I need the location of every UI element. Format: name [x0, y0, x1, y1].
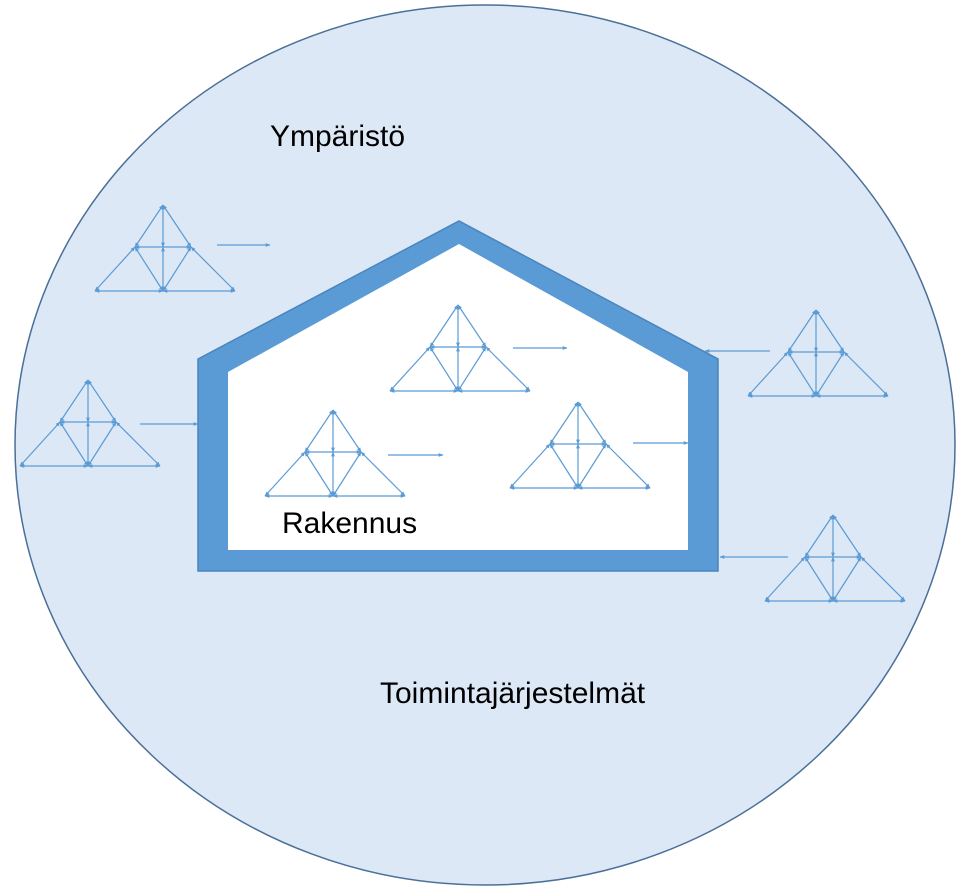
agent-network-icon	[19, 379, 161, 468]
network-link	[94, 246, 136, 292]
environment-label: Ympäristö	[270, 120, 405, 153]
network-link	[549, 401, 579, 445]
network-link	[747, 351, 789, 397]
network-link	[332, 451, 362, 497]
network-link	[860, 556, 906, 602]
network-link	[332, 409, 362, 453]
network-link	[264, 451, 306, 497]
network-link	[162, 246, 192, 292]
network-link	[457, 346, 487, 392]
network-link	[134, 204, 164, 248]
network-link	[115, 421, 161, 467]
network-link	[162, 204, 192, 248]
agent-network-icon	[94, 204, 236, 293]
network-link	[190, 246, 236, 292]
network-link	[815, 309, 845, 353]
agent-network-icon	[264, 409, 406, 498]
agent-network-icon	[389, 304, 531, 393]
network-link	[509, 443, 551, 489]
network-link	[19, 421, 61, 467]
network-link	[59, 421, 89, 467]
network-link	[577, 443, 607, 489]
building-label: Rakennus	[282, 507, 417, 540]
network-link	[429, 304, 459, 348]
agent-network-icon	[747, 309, 889, 398]
systems-label: Toimintajärjestelmät	[380, 677, 646, 710]
network-link	[787, 351, 817, 397]
network-link	[134, 246, 164, 292]
network-link	[605, 443, 651, 489]
network-link	[389, 346, 431, 392]
network-link	[429, 346, 459, 392]
network-link	[832, 556, 862, 602]
network-link	[815, 351, 845, 397]
network-link	[59, 379, 89, 423]
network-link	[485, 346, 531, 392]
network-link	[304, 409, 334, 453]
network-link	[804, 556, 834, 602]
network-link	[843, 351, 889, 397]
network-link	[457, 304, 487, 348]
network-link	[549, 443, 579, 489]
agent-network-icon	[509, 401, 651, 490]
network-link	[577, 401, 607, 445]
network-link	[787, 309, 817, 353]
agent-network-icon	[764, 514, 906, 603]
network-link	[304, 451, 334, 497]
network-link	[87, 379, 117, 423]
network-link	[764, 556, 806, 602]
network-link	[360, 451, 406, 497]
network-link	[832, 514, 862, 558]
network-link	[87, 421, 117, 467]
network-link	[804, 514, 834, 558]
